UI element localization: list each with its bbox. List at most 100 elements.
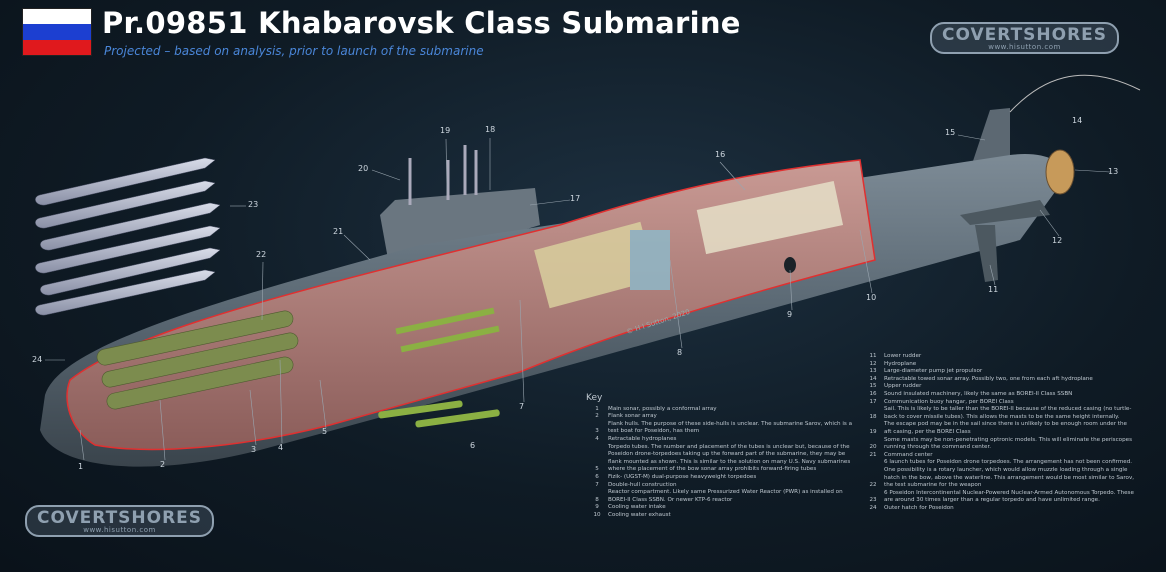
- key-item: 16 Sound insulated machinery, likely the …: [862, 391, 1136, 399]
- key-text: Sail. This is likely to be taller than t…: [884, 406, 1132, 420]
- key-number: 19: [869, 428, 877, 435]
- key-text: Double-hull construction: [608, 481, 677, 488]
- key-text: Sound insulated machinery, likely the sa…: [884, 390, 1073, 397]
- key-item: 18 Sail. This is likely to be taller than…: [862, 406, 1136, 421]
- callout: 16: [715, 150, 726, 159]
- key-item: 19 The escape pod may be in the sail sinc…: [862, 421, 1136, 436]
- callout: 21: [333, 227, 344, 236]
- key-number: 13: [869, 368, 877, 375]
- key-number: 5: [595, 466, 599, 473]
- key-text: Reactor compartment. Likely same Pressur…: [608, 489, 843, 503]
- masts: [408, 145, 478, 205]
- russian-flag: [22, 8, 92, 56]
- key-item: 15 Upper rudder: [862, 383, 1136, 391]
- key-number: 2: [595, 413, 599, 420]
- key-number: 16: [869, 390, 877, 397]
- key-text: Hydroplane: [884, 360, 917, 367]
- fizik-torpedoes: [378, 400, 500, 428]
- callout: 9: [787, 310, 793, 319]
- key-text: Lower rudder: [884, 353, 922, 359]
- internal-compartments: [534, 180, 844, 309]
- key-item: 6 Fizik- (UGST-M) dual-purpose heavyweigh…: [586, 474, 858, 482]
- cutaway: [66, 159, 876, 451]
- callout: 17: [570, 194, 581, 203]
- key-item: 20 Some masts may be non-penetrating optr…: [862, 437, 1136, 452]
- callout: 20: [358, 164, 369, 173]
- key-text: Retractable towed sonar array. Possibly …: [884, 375, 1093, 382]
- key-number: 3: [595, 428, 599, 435]
- key-item: 9 Cooling water intake: [586, 504, 858, 512]
- key-number: 6: [595, 473, 599, 480]
- key-text: Cooling water exhaust: [608, 511, 671, 518]
- key-number: 4: [595, 435, 599, 442]
- torpedo-racks: [395, 307, 500, 353]
- key-item: 11 Lower rudder: [862, 353, 1136, 361]
- hydroplane: [960, 200, 1050, 225]
- callout: 1: [78, 462, 84, 471]
- towed-array: [1009, 74, 1141, 113]
- key-item: 13 Large-diameter pump jet propulsor: [862, 368, 1136, 376]
- key-number: 11: [869, 353, 877, 359]
- callout: 22: [256, 250, 267, 259]
- key-item: 12 Hydroplane: [862, 361, 1136, 369]
- key-number: 9: [595, 504, 599, 511]
- callout: 7: [519, 402, 525, 411]
- key-number: 15: [869, 383, 877, 390]
- poseidon-tubes: [96, 310, 299, 410]
- callout: 14: [1072, 116, 1083, 125]
- key-text: The escape pod may be in the sail since …: [884, 421, 1127, 435]
- callout: 23: [248, 200, 259, 209]
- callout: 4: [278, 443, 284, 452]
- key-number: 1: [595, 405, 599, 412]
- key-right: 11 Lower rudder 12 Hydroplane 13 Large-diamet…: [862, 353, 1136, 512]
- upper-rudder: [970, 108, 1010, 170]
- key-number: 20: [869, 444, 877, 451]
- key-number: 12: [869, 360, 877, 367]
- callout: 11: [988, 285, 999, 294]
- callout: 12: [1052, 236, 1063, 245]
- key-text: Large-diameter pump jet propulsor: [884, 368, 983, 375]
- lower-rudder: [975, 225, 998, 282]
- callout: 18: [485, 125, 496, 134]
- key-item: 4 Retractable hydroplanes: [586, 436, 858, 444]
- key-number: 22: [869, 482, 877, 489]
- key-text: Cooling water intake: [608, 504, 666, 511]
- key-text: Upper rudder: [884, 383, 922, 390]
- subtitle: Projected – based on analysis, prior to …: [104, 44, 484, 58]
- key-heading: Key: [586, 393, 603, 403]
- callout: 13: [1108, 167, 1119, 176]
- key-text: Flank sonar array: [608, 413, 657, 420]
- key-text: Outer hatch for Poseidon: [884, 504, 954, 511]
- key-number: 7: [595, 481, 599, 488]
- key-text: Fizik- (UGST-M) dual-purpose heavyweight…: [608, 473, 757, 480]
- callout: 24: [32, 355, 43, 364]
- callout: 3: [251, 445, 257, 454]
- key-text: Flank hulls. The purpose of these side-h…: [608, 420, 853, 435]
- leader-lines: [45, 134, 1111, 461]
- page-title: Pr.09851 Khabarovsk Class Submarine: [102, 6, 741, 40]
- key-number: 24: [869, 504, 877, 511]
- poseidon-torpedoes: [35, 157, 221, 316]
- key-text: Some masts may be non-penetrating optron…: [884, 436, 1132, 451]
- cooling-intake: [784, 257, 796, 273]
- key-text: Retractable hydroplanes: [608, 435, 677, 442]
- key-item: 3 Flank hulls. The purpose of these side-…: [586, 421, 858, 436]
- key-number: 17: [869, 398, 877, 405]
- callout: 6: [470, 441, 476, 450]
- propulsor: [1045, 149, 1075, 195]
- callout: 19: [440, 126, 451, 135]
- key-number: 18: [869, 413, 877, 420]
- callout: 5: [322, 427, 328, 436]
